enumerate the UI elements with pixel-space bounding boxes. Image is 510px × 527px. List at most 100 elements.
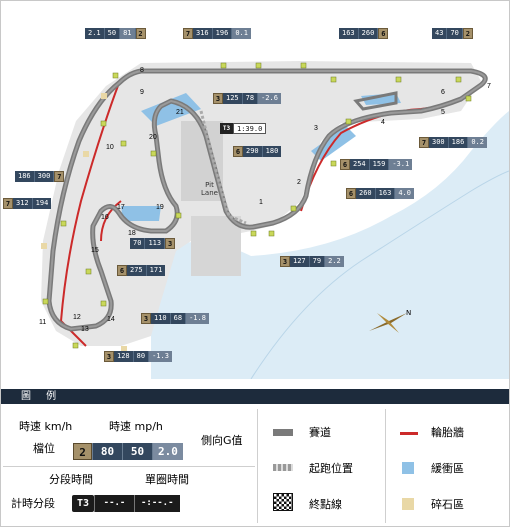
- corner-number: 18: [128, 230, 136, 237]
- speed-tag-value: 2.1: [85, 28, 105, 39]
- speed-tag-value: 260: [356, 188, 376, 199]
- sector-tag-time: 1:39.0: [233, 123, 267, 134]
- speed-tag-value: 254: [350, 159, 370, 170]
- legend-tyre-wall-swatch: [400, 432, 418, 435]
- speed-tag-value: 260: [358, 28, 379, 39]
- water-curve: [250, 170, 509, 379]
- legend-speed-kmh-label: 時速 km/h: [19, 420, 73, 433]
- speed-tag-value: 70: [130, 238, 146, 249]
- speed-tag-value: 180: [262, 146, 282, 157]
- speed-tag-value: 290: [243, 146, 263, 157]
- speed-tag-value: 127: [290, 256, 310, 267]
- legend-runoff-swatch: [402, 462, 414, 474]
- legend-gravel-label: 碎石區: [431, 498, 464, 511]
- speed-tag-gear: 6: [346, 188, 356, 199]
- water-area: [151, 111, 509, 379]
- corner-number: 20: [149, 134, 157, 141]
- pit-lane: [199, 110, 247, 225]
- pit-label-line2: Lane: [201, 189, 218, 197]
- speed-tag-value: 50: [104, 28, 121, 39]
- circuit-svg: [41, 61, 509, 379]
- speed-tag-value: 159: [369, 159, 390, 170]
- speed-tag-value: 300: [34, 171, 55, 182]
- pit-lane-label: Pit Lane: [201, 181, 218, 197]
- speed-tag-gear: 3: [280, 256, 290, 267]
- compass-north-label: N: [406, 309, 412, 317]
- corner-number: 16: [101, 214, 109, 221]
- speed-tag-value: 0.1: [232, 28, 251, 39]
- legend-start-label: 起跑位置: [309, 462, 353, 475]
- legend-speed-mph-label: 時速 mp/h: [109, 420, 163, 433]
- track-inner-path: [47, 70, 487, 331]
- speed-tag-gear: 3: [104, 351, 114, 362]
- corner-number: 14: [107, 316, 115, 323]
- speed-tag-value: 196: [212, 28, 233, 39]
- gravel-patches: [41, 93, 127, 352]
- speed-tag-value: 312: [13, 198, 33, 209]
- speed-tag-value: -3.1: [389, 159, 413, 170]
- legend-tyre-wall-label: 輪胎牆: [431, 426, 464, 439]
- legend-title: 圖 例: [21, 391, 63, 402]
- corner-number: 21: [176, 109, 184, 116]
- corner-number: 19: [156, 204, 164, 211]
- speed-tag-gear: 2: [462, 28, 473, 39]
- speed-tag-value: 113: [145, 238, 166, 249]
- speed-tag-value: 163: [375, 188, 396, 199]
- corner-number: 4: [381, 119, 385, 126]
- speed-tag-value: 316: [193, 28, 213, 39]
- speed-tag-gear: 3: [141, 313, 151, 324]
- tyre-wall: [59, 82, 120, 347]
- legend-divider: [385, 409, 386, 523]
- legend-sample-gear: 2: [73, 443, 92, 460]
- legend-sector-label: 計時分段: [11, 497, 55, 510]
- speed-tag-gear: 2: [135, 28, 146, 39]
- speed-tag-value: 80: [133, 351, 150, 362]
- speed-tag-value: 2.2: [325, 256, 344, 267]
- speed-tag-gear: 7: [183, 28, 193, 39]
- speed-tag-gear: 3: [213, 93, 223, 104]
- legend-sample-split: --.-: [94, 495, 134, 512]
- speed-tag-gear: 6: [378, 28, 389, 39]
- sector-tag-label: T3: [220, 123, 233, 134]
- speed-tag-value: 300: [429, 137, 449, 148]
- speed-tag-value: -1.8: [186, 313, 209, 324]
- speed-tag-value: 171: [146, 265, 166, 276]
- pit-label-line1: Pit: [205, 181, 214, 189]
- speed-tag-value: 4.0: [395, 188, 414, 199]
- speed-tag-value: 110: [151, 313, 171, 324]
- track-loop: [353, 91, 398, 111]
- speed-tag-value: 81: [120, 28, 136, 39]
- legend-gear-label: 檔位: [33, 442, 55, 455]
- speed-tag-value: 186: [15, 171, 35, 182]
- speed-tag-gear: 6: [233, 146, 243, 157]
- corner-number: 10: [106, 144, 114, 151]
- legend-g-label: 側向G值: [201, 434, 243, 447]
- speed-tag-value: 78: [242, 93, 259, 104]
- speed-tag-gear: 6: [117, 265, 127, 276]
- legend-sample-sector: T3: [72, 495, 94, 512]
- compass-rose-icon: [369, 313, 407, 333]
- speed-tag-gear: 7: [419, 137, 429, 148]
- marshal-posts: [42, 62, 472, 349]
- corner-number: 3: [314, 125, 318, 132]
- legend-title-bar: 圖 例: [1, 389, 509, 404]
- speed-tag-value: 186: [448, 137, 469, 148]
- speed-tag-gear: 3: [165, 238, 176, 249]
- legend-speed-sample: 2 80 50 2.0: [73, 443, 183, 460]
- runoff-area: [121, 206, 161, 221]
- legend-runoff-label: 緩衝區: [431, 462, 464, 475]
- legend-sample-lap: -:--.-: [134, 495, 180, 512]
- legend-sector-sample: T3 --.- -:--.-: [72, 495, 180, 512]
- corner-number: 15: [91, 247, 99, 254]
- speed-tag-value: 79: [309, 256, 326, 267]
- legend-sample-kmh: 80: [92, 443, 122, 460]
- speed-tag-gear: 7: [3, 198, 13, 209]
